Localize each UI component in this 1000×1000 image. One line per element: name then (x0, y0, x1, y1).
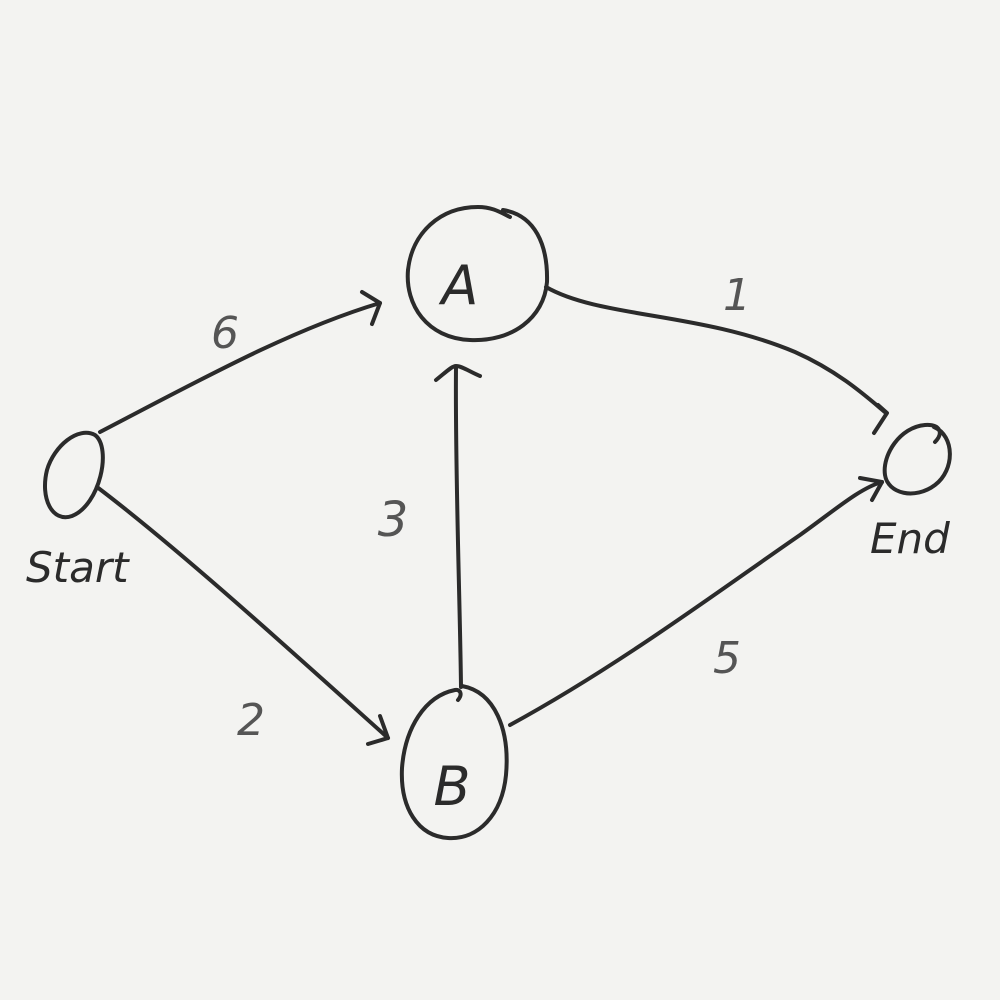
edge-b-to-end-arrowhead (858, 476, 884, 502)
edge-start-to-a (98, 301, 382, 434)
edge-weight-start-a: 6 (211, 308, 239, 359)
edge-a-to-end-arrowhead (872, 403, 889, 435)
end-caption: End (870, 514, 950, 563)
edge-weight-b-end: 5 (713, 633, 741, 684)
edge-a-to-end (544, 285, 888, 415)
edge-b-to-a (453, 366, 463, 689)
edge-b-to-a-arrowhead (434, 364, 482, 382)
edge-weight-start-b: 2 (237, 695, 265, 746)
node-start (43, 431, 105, 520)
node-a (405, 205, 550, 343)
node-b-label: B (433, 755, 470, 818)
edge-start-to-a-arrowhead (360, 290, 382, 326)
edge-start-to-b-arrowhead (366, 714, 390, 746)
edge-weight-b-a: 3 (378, 492, 409, 548)
edge-weight-a-end: 1 (723, 270, 751, 321)
node-end (882, 422, 952, 496)
node-b (399, 684, 509, 841)
node-a-label: A (439, 254, 479, 317)
edge-start-to-b (95, 485, 390, 740)
start-caption: Start (26, 543, 130, 592)
edge-b-to-end (508, 480, 884, 727)
